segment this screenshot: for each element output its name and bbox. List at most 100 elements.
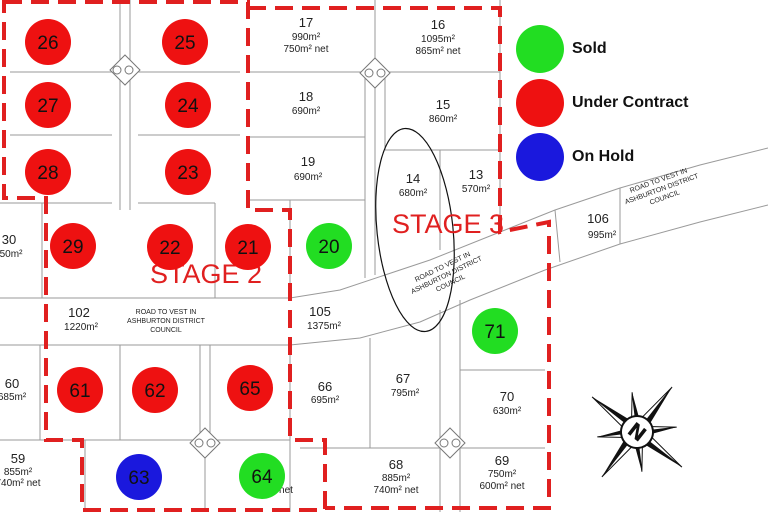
lot-69-area: 750m² (488, 469, 517, 480)
lot-70-number: 70 (500, 389, 514, 404)
lot-106-area: 995m² (588, 230, 617, 241)
lot-23-badge-number: 23 (177, 163, 198, 184)
lot-67-area: 795m² (391, 388, 420, 399)
lot-64-status-badge (239, 453, 285, 499)
road-label-lower-left: ROAD TO VEST IN ASHBURTON DISTRICT COUNC… (127, 309, 206, 334)
lot-61-badge-number: 61 (69, 381, 90, 402)
lot-63-badge-number: 63 (128, 468, 149, 489)
road-label-diagonal: ROAD TO VEST IN ASHBURTON DISTRICT COUNC… (410, 251, 484, 296)
lot-62-badge-number: 62 (144, 381, 165, 402)
lot-21-badge-number: 21 (237, 238, 258, 259)
road-markers (109, 54, 466, 459)
road-marker (434, 427, 466, 459)
legend-label: Under Contract (572, 94, 689, 111)
road-marker (112, 65, 122, 75)
lot-26-badge-number: 26 (37, 33, 58, 54)
lot-69-number: 69 (495, 453, 509, 468)
lot-18-number: 18 (299, 89, 313, 104)
lot-64-badge-number: 64 (251, 467, 273, 488)
lot-60-area: 685m² (0, 392, 27, 403)
lot-23-status-badge (165, 149, 211, 195)
lot-21-status-badge (225, 224, 271, 270)
svg-text:ASHBURTON DISTRICT: ASHBURTON DISTRICT (127, 318, 206, 325)
lot-24-status-badge (165, 82, 211, 128)
lot-25-badge-number: 25 (174, 33, 195, 54)
road-marker (439, 438, 449, 448)
lot-13-area: 570m² (462, 184, 491, 195)
lot-19-area: 690m² (294, 172, 323, 183)
lot-66-number: 66 (318, 379, 332, 394)
lot-69-net: 600m² net (479, 481, 524, 492)
lot-105-number: 105 (309, 304, 331, 319)
lot-16-net: 865m² net (415, 46, 460, 57)
legend-item-on-hold: On Hold (516, 130, 756, 184)
lot-59-area: 855m² (4, 467, 33, 478)
lot-71-badge-number: 71 (484, 322, 505, 343)
lot-30-area: 50m² (0, 249, 23, 260)
lot-19-number: 19 (301, 154, 315, 169)
stage-3-boundary (248, 6, 551, 510)
lot-106-number: 106 (587, 211, 609, 226)
lot-102-number: 102 (68, 305, 90, 320)
lot-28-status-badge (25, 149, 71, 195)
stage-3-label: STAGE 3 (392, 209, 504, 239)
road-marker (194, 438, 204, 448)
lot-62-status-badge (132, 367, 178, 413)
lot-22-badge-number: 22 (159, 238, 180, 259)
road-marker (124, 65, 134, 75)
lot-29-status-badge (50, 223, 96, 269)
legend: Sold Under Contract On Hold (516, 22, 756, 184)
lot-70-area: 630m² (493, 406, 522, 417)
lot-labels: 17 990m² 750m² net 16 1095m² 865m² net 1… (0, 15, 617, 496)
lot-67-number: 67 (396, 371, 410, 386)
lot-18-area: 690m² (292, 106, 321, 117)
lot-24-badge-number: 24 (177, 96, 199, 117)
highlight-ellipse (375, 127, 455, 333)
lot-20-badge-number: 20 (318, 237, 339, 258)
compass-ring (620, 415, 654, 449)
lot-25-status-badge (162, 19, 208, 65)
lot-15-area: 860m² (429, 114, 458, 125)
legend-label: Sold (572, 40, 607, 57)
lot-29-badge-number: 29 (62, 237, 83, 258)
lot-16-number: 16 (431, 17, 445, 32)
lot-65-status-badge (227, 365, 273, 411)
legend-item-under-contract: Under Contract (516, 76, 756, 130)
lot-17-area: 990m² (292, 32, 321, 43)
road-marker (189, 427, 221, 459)
road-marker (359, 57, 391, 89)
svg-text:COUNCIL: COUNCIL (150, 327, 182, 334)
road-marker (451, 438, 461, 448)
lot-71-status-badge (472, 308, 518, 354)
lot-26-status-badge (25, 19, 71, 65)
lot-30-number: 30 (2, 232, 16, 247)
lot-20-status-badge (306, 223, 352, 269)
on-hold-swatch-icon (516, 133, 564, 181)
lot-14-area: 680m² (399, 188, 428, 199)
lot-59-net: 740m² net (0, 478, 41, 489)
fragment-text: net (279, 485, 293, 496)
lot-68-number: 68 (389, 457, 403, 472)
lot-63-status-badge (116, 454, 162, 500)
lot-59-number: 59 (11, 451, 25, 466)
lot-27-status-badge (25, 82, 71, 128)
lot-61-status-badge (57, 367, 103, 413)
lot-105-area: 1375m² (307, 321, 342, 332)
lot-14-number: 14 (406, 171, 420, 186)
lot-13-number: 13 (469, 167, 483, 182)
legend-label: On Hold (572, 148, 635, 165)
road-marker (364, 68, 374, 78)
road-marker (376, 68, 386, 78)
lot-102-area: 1220m² (64, 322, 99, 333)
legend-item-sold: Sold (516, 22, 756, 76)
stage-boundaries (2, 0, 551, 512)
sold-swatch-icon (516, 25, 564, 73)
lot-60-number: 60 (5, 376, 19, 391)
lot-68-net: 740m² net (373, 485, 418, 496)
svg-text:ROAD TO VEST IN: ROAD TO VEST IN (136, 309, 197, 316)
under-contract-swatch-icon (516, 79, 564, 127)
lot-66-area: 695m² (311, 395, 340, 406)
